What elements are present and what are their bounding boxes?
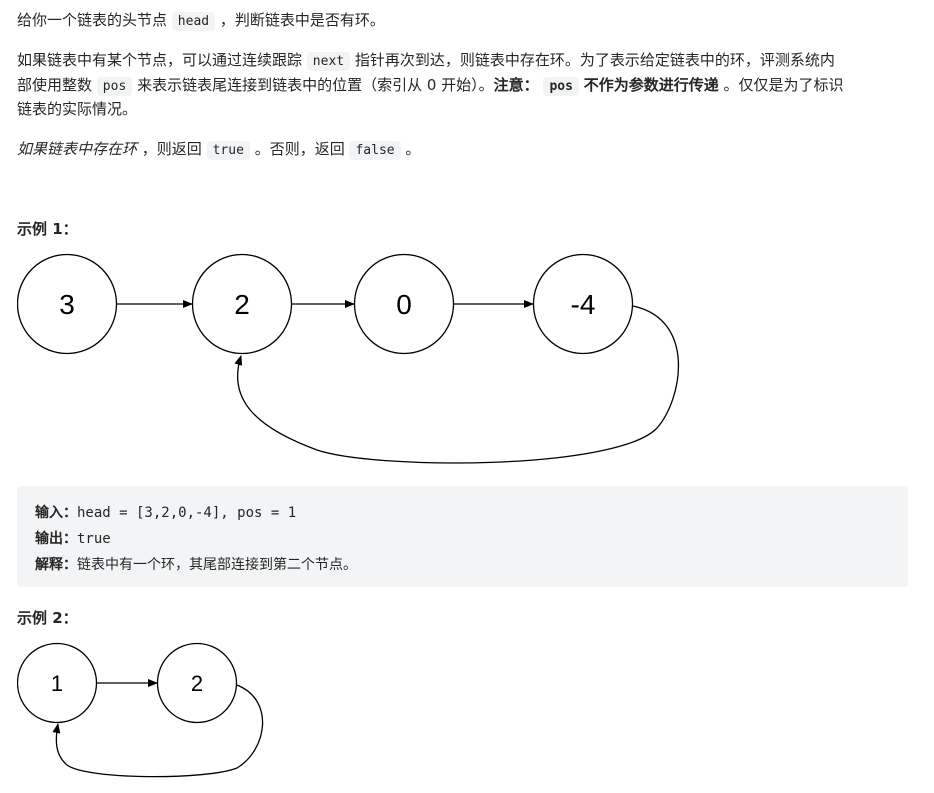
- text: 链表的实际情况。: [17, 100, 138, 118]
- node-value: 1: [51, 671, 63, 696]
- text: 。否则，返回: [254, 140, 345, 158]
- input-value: head = [3,2,0,-4], pos = 1: [77, 505, 297, 521]
- intro-paragraph-1: 给你一个链表的头节点 head ，判断链表中是否有环。: [17, 8, 385, 34]
- note-label: 注意：: [493, 76, 539, 94]
- intro-paragraph-2-line-2: 部使用整数 pos 来表示链表尾连接到链表中的位置（索引从 0 开始）。注意： …: [17, 73, 917, 99]
- text: 。: [405, 140, 421, 158]
- text: ，则返回: [141, 140, 202, 158]
- explanation-value: 链表中有一个环，其尾部连接到第二个节点。: [77, 557, 357, 573]
- output-value: true: [77, 531, 111, 547]
- node-circle: [17, 642, 98, 724]
- node-value: -4: [571, 289, 596, 320]
- example-1-linked-list-diagram: 3 2 0 -4: [17, 253, 680, 464]
- text: 来表示链表尾连接到链表中的位置（索引从 0 开始）。: [137, 76, 494, 94]
- text: 给你一个链表的头节点: [17, 11, 168, 29]
- text: 如果链表中有某个节点，可以通过连续跟踪: [17, 51, 303, 69]
- inline-code-true: true: [206, 141, 250, 160]
- intro-paragraph-3: 如果链表中存在环 ，则返回 true 。否则，返回 false 。: [17, 137, 420, 163]
- note-bold-text: 不作为参数进行传递: [583, 76, 719, 94]
- italic-text: 如果链表中存在环: [17, 140, 138, 158]
- inline-code-head: head: [171, 12, 216, 31]
- node-value: 2: [191, 671, 203, 696]
- input-label: 输入：: [35, 505, 77, 521]
- inline-code-pos: pos: [96, 77, 133, 96]
- text: ，判断链表中是否有环。: [219, 11, 385, 29]
- node-value: 3: [59, 289, 75, 320]
- output-label: 输出：: [35, 531, 77, 547]
- inline-code-pos-note: pos: [543, 77, 579, 96]
- explanation-label: 解释：: [35, 557, 77, 573]
- cycle-back-arrow: [52, 684, 264, 778]
- example-1-io-block: 输入：head = [3,2,0,-4], pos = 1 输出：true 解释…: [17, 486, 908, 587]
- example-2-title: 示例 2：: [17, 609, 78, 627]
- node-circle: [17, 253, 118, 355]
- inline-code-false: false: [349, 141, 401, 160]
- example-1-title: 示例 1：: [17, 220, 78, 238]
- text: 部使用整数: [17, 76, 93, 94]
- cycle-back-arrow: [234, 305, 680, 464]
- intro-paragraph-2-line-3: 链表的实际情况。: [17, 97, 137, 121]
- text: 。仅仅是为了标识: [723, 76, 844, 94]
- inline-code-next: next: [306, 52, 351, 71]
- example-2-linked-list-diagram: 1 2: [17, 642, 264, 778]
- node-value: 2: [234, 289, 250, 320]
- node-value: 0: [396, 289, 412, 320]
- input-row: 输入：head = [3,2,0,-4], pos = 1: [35, 500, 890, 526]
- output-row: 输出：true: [35, 526, 890, 552]
- explanation-row: 解释：链表中有一个环，其尾部连接到第二个节点。: [35, 552, 890, 578]
- intro-paragraph-2: 如果链表中有某个节点，可以通过连续跟踪 next 指针再次到达，则链表中存在环。…: [17, 48, 917, 74]
- text: 指针再次到达，则链表中存在环。为了表示给定链表中的环，评测系统内: [354, 51, 835, 69]
